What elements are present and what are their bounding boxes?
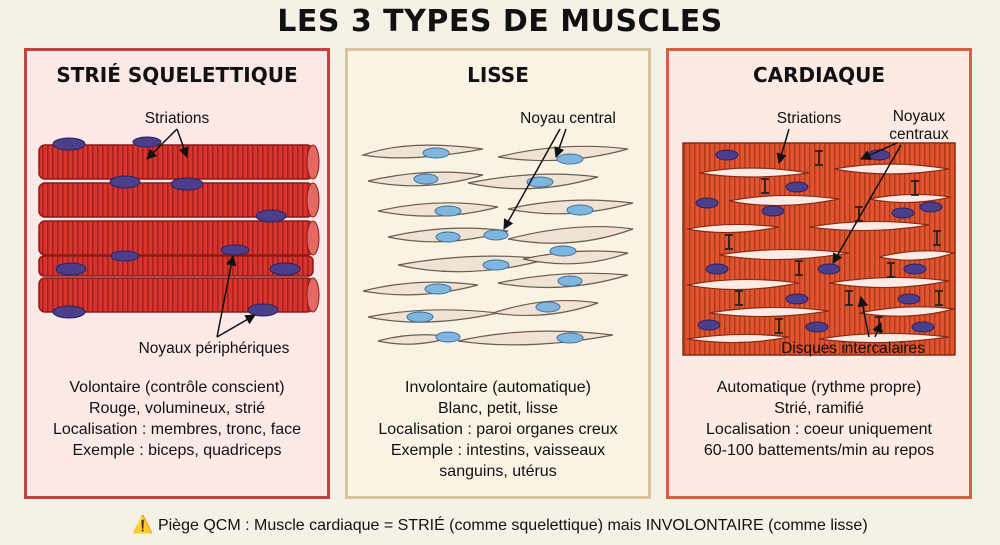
label-intercalated-discs: Disques intercalaires [781, 340, 925, 357]
panel-title-cardiac: CARDIAQUE [753, 63, 885, 87]
skeletal-illustration: Striations Noyaux périphériques [38, 110, 320, 357]
label-striations-cardiac: Striations [777, 110, 842, 127]
panel-smooth: LISSE [345, 48, 651, 499]
footer-note: ⚠️ Piège QCM : Muscle cardiaque = STRIÉ … [0, 515, 1000, 535]
description-cardiac: Automatique (rythme propre) Strié, ramif… [703, 379, 935, 459]
panel-skeletal: STRIÉ SQUELETTIQUE [24, 48, 330, 499]
skeletal-fibers [38, 144, 320, 313]
smooth-cells [360, 144, 634, 346]
intercalated-discs [725, 150, 943, 334]
label-peripheral-nuclei: Noyaux périphériques [139, 340, 290, 357]
label-central-nuclei-b: centraux [889, 126, 949, 143]
warning-icon: ⚠️ [132, 515, 154, 534]
description-smooth: Involontaire (automatique) Blanc, petit,… [378, 379, 618, 480]
cardiac-nuclei [695, 149, 943, 333]
label-central-nucleus: Noyau central [520, 110, 616, 127]
panel-title-skeletal: STRIÉ SQUELETTIQUE [56, 63, 298, 87]
description-skeletal: Volontaire (contrôle conscient) Rouge, v… [52, 379, 302, 459]
panel-cardiac: CARDIAQUE [666, 48, 972, 499]
skeletal-nuclei [52, 136, 301, 319]
page-title: LES 3 TYPES DE MUSCLES [277, 4, 723, 39]
smooth-nuclei [406, 147, 594, 344]
label-striations: Striations [145, 110, 210, 127]
panel-title-smooth: LISSE [467, 63, 529, 87]
cardiac-illustration: Striations Noyaux centraux Disques inter… [682, 108, 956, 357]
smooth-illustration: Noyau central [360, 110, 634, 346]
label-central-nuclei-a: Noyaux [893, 108, 946, 125]
footer-text: Piège QCM : Muscle cardiaque = STRIÉ (co… [157, 517, 868, 534]
